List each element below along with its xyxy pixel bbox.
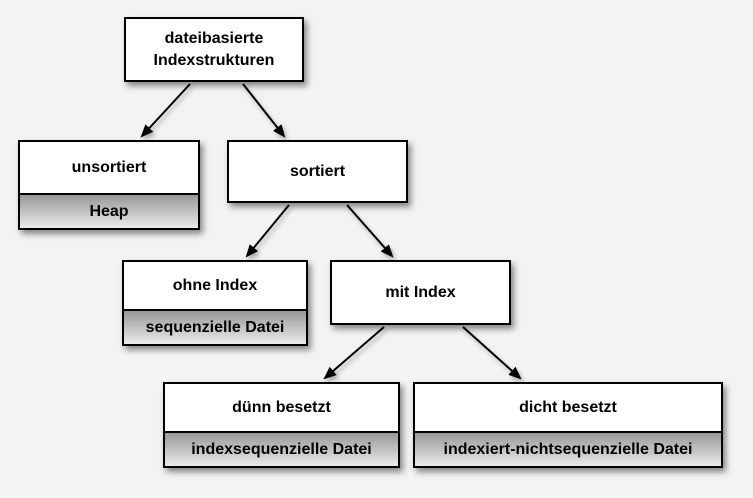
node-duenn-besetzt-sublabel: indexsequenzielle Datei <box>165 431 398 466</box>
node-sortiert-label: sortiert <box>289 162 346 180</box>
node-ohne-index-label: ohne Index <box>172 276 258 294</box>
node-mit-index: mit Index <box>330 260 511 325</box>
edge-mit-index-to-duenn-besetzt <box>323 326 385 380</box>
node-ohne-index-sublabel: sequenzielle Datei <box>124 309 306 344</box>
node-ohne-index: ohne Index sequenzielle Datei <box>122 260 308 346</box>
node-duenn-besetzt: dünn besetzt indexsequenzielle Datei <box>163 382 400 468</box>
edge-mit-index-to-dicht-besetzt <box>462 326 522 380</box>
node-dicht-besetzt: dicht besetzt indexiert-nichtsequenziell… <box>413 382 723 468</box>
node-mit-index-label: mit Index <box>385 283 456 301</box>
node-root: dateibasierte Indexstrukturen <box>124 17 304 82</box>
node-sortiert: sortiert <box>227 140 408 203</box>
node-unsortiert-sublabel: Heap <box>20 193 198 228</box>
edge-sortiert-to-ohne-index <box>245 204 290 258</box>
edge-root-to-sortiert <box>242 83 286 138</box>
node-unsortiert-label: unsortiert <box>71 158 147 176</box>
node-duenn-besetzt-label: dünn besetzt <box>232 398 331 416</box>
edge-sortiert-to-mit-index <box>346 204 394 258</box>
node-dicht-besetzt-sublabel: indexiert-nichtsequenzielle Datei <box>415 431 721 466</box>
node-root-label: dateibasierte Indexstrukturen <box>153 29 275 69</box>
node-dicht-besetzt-label: dicht besetzt <box>519 398 617 416</box>
edge-root-to-unsortiert <box>140 83 191 138</box>
node-unsortiert: unsortiert Heap <box>18 140 200 230</box>
